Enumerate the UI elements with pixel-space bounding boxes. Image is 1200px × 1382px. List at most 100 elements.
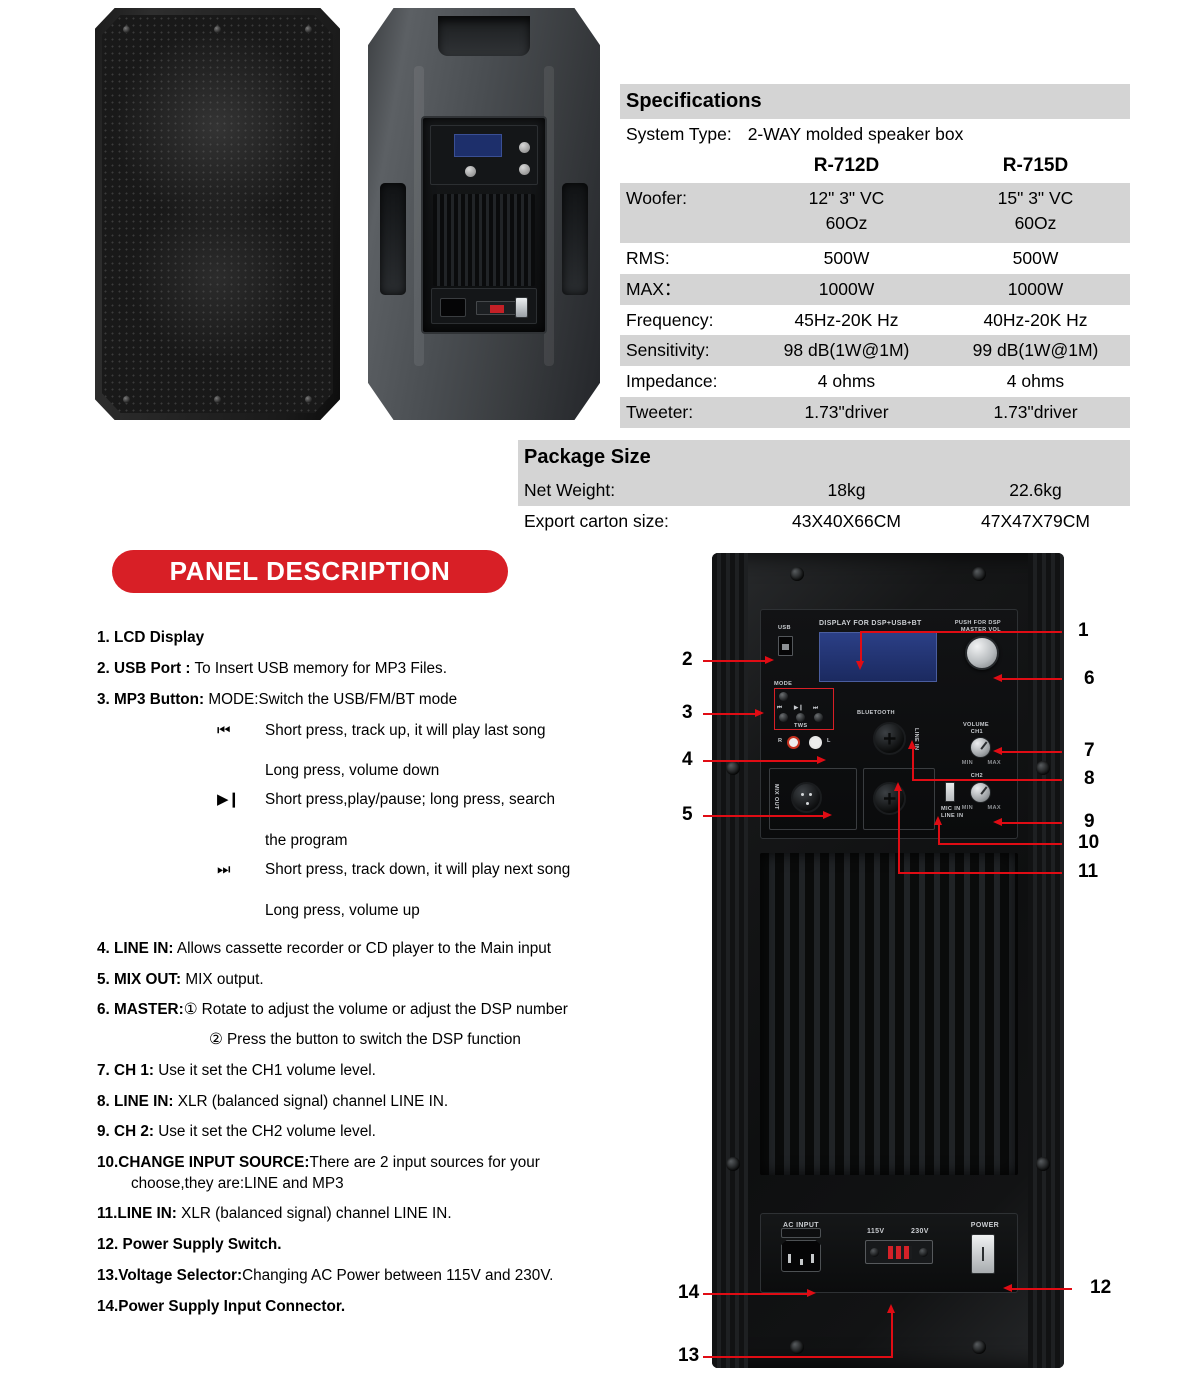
item-bold: Power Supply Switch.	[122, 1236, 282, 1254]
cell-value: 40Hz-20K Hz	[983, 309, 1088, 330]
voltage-selector-switch[interactable]	[865, 1240, 933, 1264]
panel-screw	[1036, 761, 1050, 775]
package-size-title: Package Size	[524, 446, 651, 468]
item-bold: LINE IN:	[114, 939, 174, 957]
model-header-r712d: R-712D	[813, 155, 880, 177]
cell-value: 1.73"driver	[993, 402, 1078, 423]
callout-line-13b	[891, 1312, 894, 1356]
table-row-frequency: Frequency: 45Hz-20K Hz 40Hz-20K Hz	[620, 304, 1130, 336]
ch1-max-label: MAX	[987, 760, 1001, 766]
ac-input-label: AC INPUT	[783, 1222, 819, 1229]
item-bold: Voltage Selector:	[118, 1267, 243, 1285]
item-bold: MP3 Button:	[114, 690, 205, 708]
row-label: Frequency:	[626, 309, 714, 330]
ch1-volume-knob[interactable]	[970, 737, 991, 758]
usb-label: USB	[778, 625, 791, 631]
item-num: 4.	[97, 939, 115, 957]
grille-screw	[214, 26, 221, 33]
callout-arrow-11	[894, 782, 902, 791]
callout-line-5	[703, 815, 825, 818]
item-bold: USB Port :	[114, 659, 191, 677]
item-num: 7.	[97, 1061, 115, 1079]
specifications-title-row: Specifications	[620, 84, 1130, 120]
item-bold: CH 1:	[114, 1061, 154, 1079]
subitem-line2: Long press, volume down	[265, 762, 440, 780]
rear-iec-socket	[440, 298, 466, 317]
cell-value: 15" 3" VC	[997, 188, 1074, 209]
line-in-switch-label: LINE IN	[941, 813, 964, 819]
ac-input-connector[interactable]	[781, 1240, 821, 1272]
master-volume-knob[interactable]	[965, 636, 999, 670]
mix-out-xlr-jack[interactable]	[791, 782, 822, 813]
prev-track-button[interactable]	[779, 713, 788, 722]
callout-line-10	[938, 843, 1062, 846]
item-rest: MIX output.	[181, 970, 264, 988]
item-bold: LINE IN:	[114, 1092, 174, 1110]
callout-number-5: 5	[682, 804, 693, 825]
row-label: Tweeter:	[626, 402, 694, 423]
rca-jack-left[interactable]	[809, 736, 822, 749]
xlr-combo-jack-ch2[interactable]	[873, 782, 906, 815]
callout-arrow-8	[908, 740, 916, 749]
xlr-combo-jack-ch1[interactable]	[873, 722, 906, 755]
callout-number-8: 8	[1084, 768, 1095, 789]
heatsink-fins	[760, 853, 1018, 1175]
list-item-3: 3. MP3 Button: MODE:Switch the USB/FM/BT…	[97, 690, 637, 710]
list-item-11: 11.LINE IN: XLR (balanced signal) channe…	[97, 1204, 637, 1224]
callout-line-6	[1000, 678, 1062, 681]
callout-line-13	[703, 1356, 893, 1359]
ch2-volume-knob[interactable]	[970, 782, 991, 803]
cell-value: 1000W	[1007, 278, 1064, 299]
panel-screw	[972, 567, 986, 581]
ac-power-section: AC INPUT 115V 230V POWER	[760, 1213, 1018, 1293]
rear-ac-section	[431, 288, 537, 324]
input-source-switch[interactable]	[945, 782, 955, 802]
side-handle-right	[562, 183, 588, 295]
item-num: 14.	[97, 1297, 119, 1315]
grille-screw	[305, 396, 312, 403]
callout-arrow-10	[934, 816, 942, 825]
product-photos	[0, 0, 615, 430]
power-supply-switch[interactable]	[971, 1234, 995, 1274]
grille-screw	[123, 396, 130, 403]
callout-line-3	[703, 713, 757, 716]
callout-line-9	[1000, 822, 1062, 825]
voltage-115-label: 115V	[867, 1228, 885, 1235]
specifications-table: Specifications System Type: 2-WAY molded…	[620, 84, 1130, 428]
item-num: 2.	[97, 659, 115, 677]
callout-arrow-2	[765, 656, 774, 664]
callout-number-7: 7	[1084, 740, 1095, 761]
play-pause-button[interactable]	[796, 713, 805, 722]
mode-button[interactable]	[779, 692, 788, 701]
grille-screw	[214, 396, 221, 403]
cabinet-rib	[544, 66, 554, 366]
subitem-line2: Long press, volume up	[265, 901, 420, 919]
rca-l-label: L	[827, 738, 831, 744]
rear-rca-jack	[465, 166, 476, 177]
panel-description-banner-label: PANEL DESCRIPTION	[169, 556, 451, 586]
item-bold: Power Supply Input Connector.	[118, 1297, 346, 1315]
callout-number-13: 13	[678, 1345, 700, 1366]
panel-screw	[1036, 1157, 1050, 1171]
iec-fuse-clip	[781, 1228, 821, 1238]
callout-line-14	[703, 1293, 809, 1296]
cell-value: 1000W	[818, 278, 875, 299]
table-row-woofer: Woofer: 12" 3" VC 60Oz 15" 3" VC 60Oz	[620, 183, 1130, 243]
ch2-label: CH2	[970, 773, 983, 779]
panel-side-ribs-right	[1028, 553, 1064, 1368]
list-item-2: 2. USB Port : To Insert USB memory for M…	[97, 659, 637, 679]
rear-heatsink	[433, 194, 535, 286]
play-pause-label: ▶❙	[794, 705, 804, 711]
cabinet-rib	[414, 66, 424, 366]
callout-line-8b	[912, 748, 915, 779]
rca-jack-right[interactable]	[787, 736, 800, 749]
list-item-4: 4. LINE IN: Allows cassette recorder or …	[97, 939, 637, 959]
next-track-button[interactable]	[814, 713, 823, 722]
item-bold: MASTER:	[114, 1001, 184, 1019]
cell-value: 98 dB(1W@1M)	[783, 340, 910, 361]
table-row-sensitivity: Sensitivity: 98 dB(1W@1M) 99 dB(1W@1M)	[620, 335, 1130, 367]
usb-port[interactable]	[778, 636, 793, 656]
callout-number-11: 11	[1078, 861, 1099, 882]
system-type-value: 2-WAY molded speaker box	[747, 124, 964, 145]
cell-subvalue: 60Oz	[825, 213, 868, 234]
